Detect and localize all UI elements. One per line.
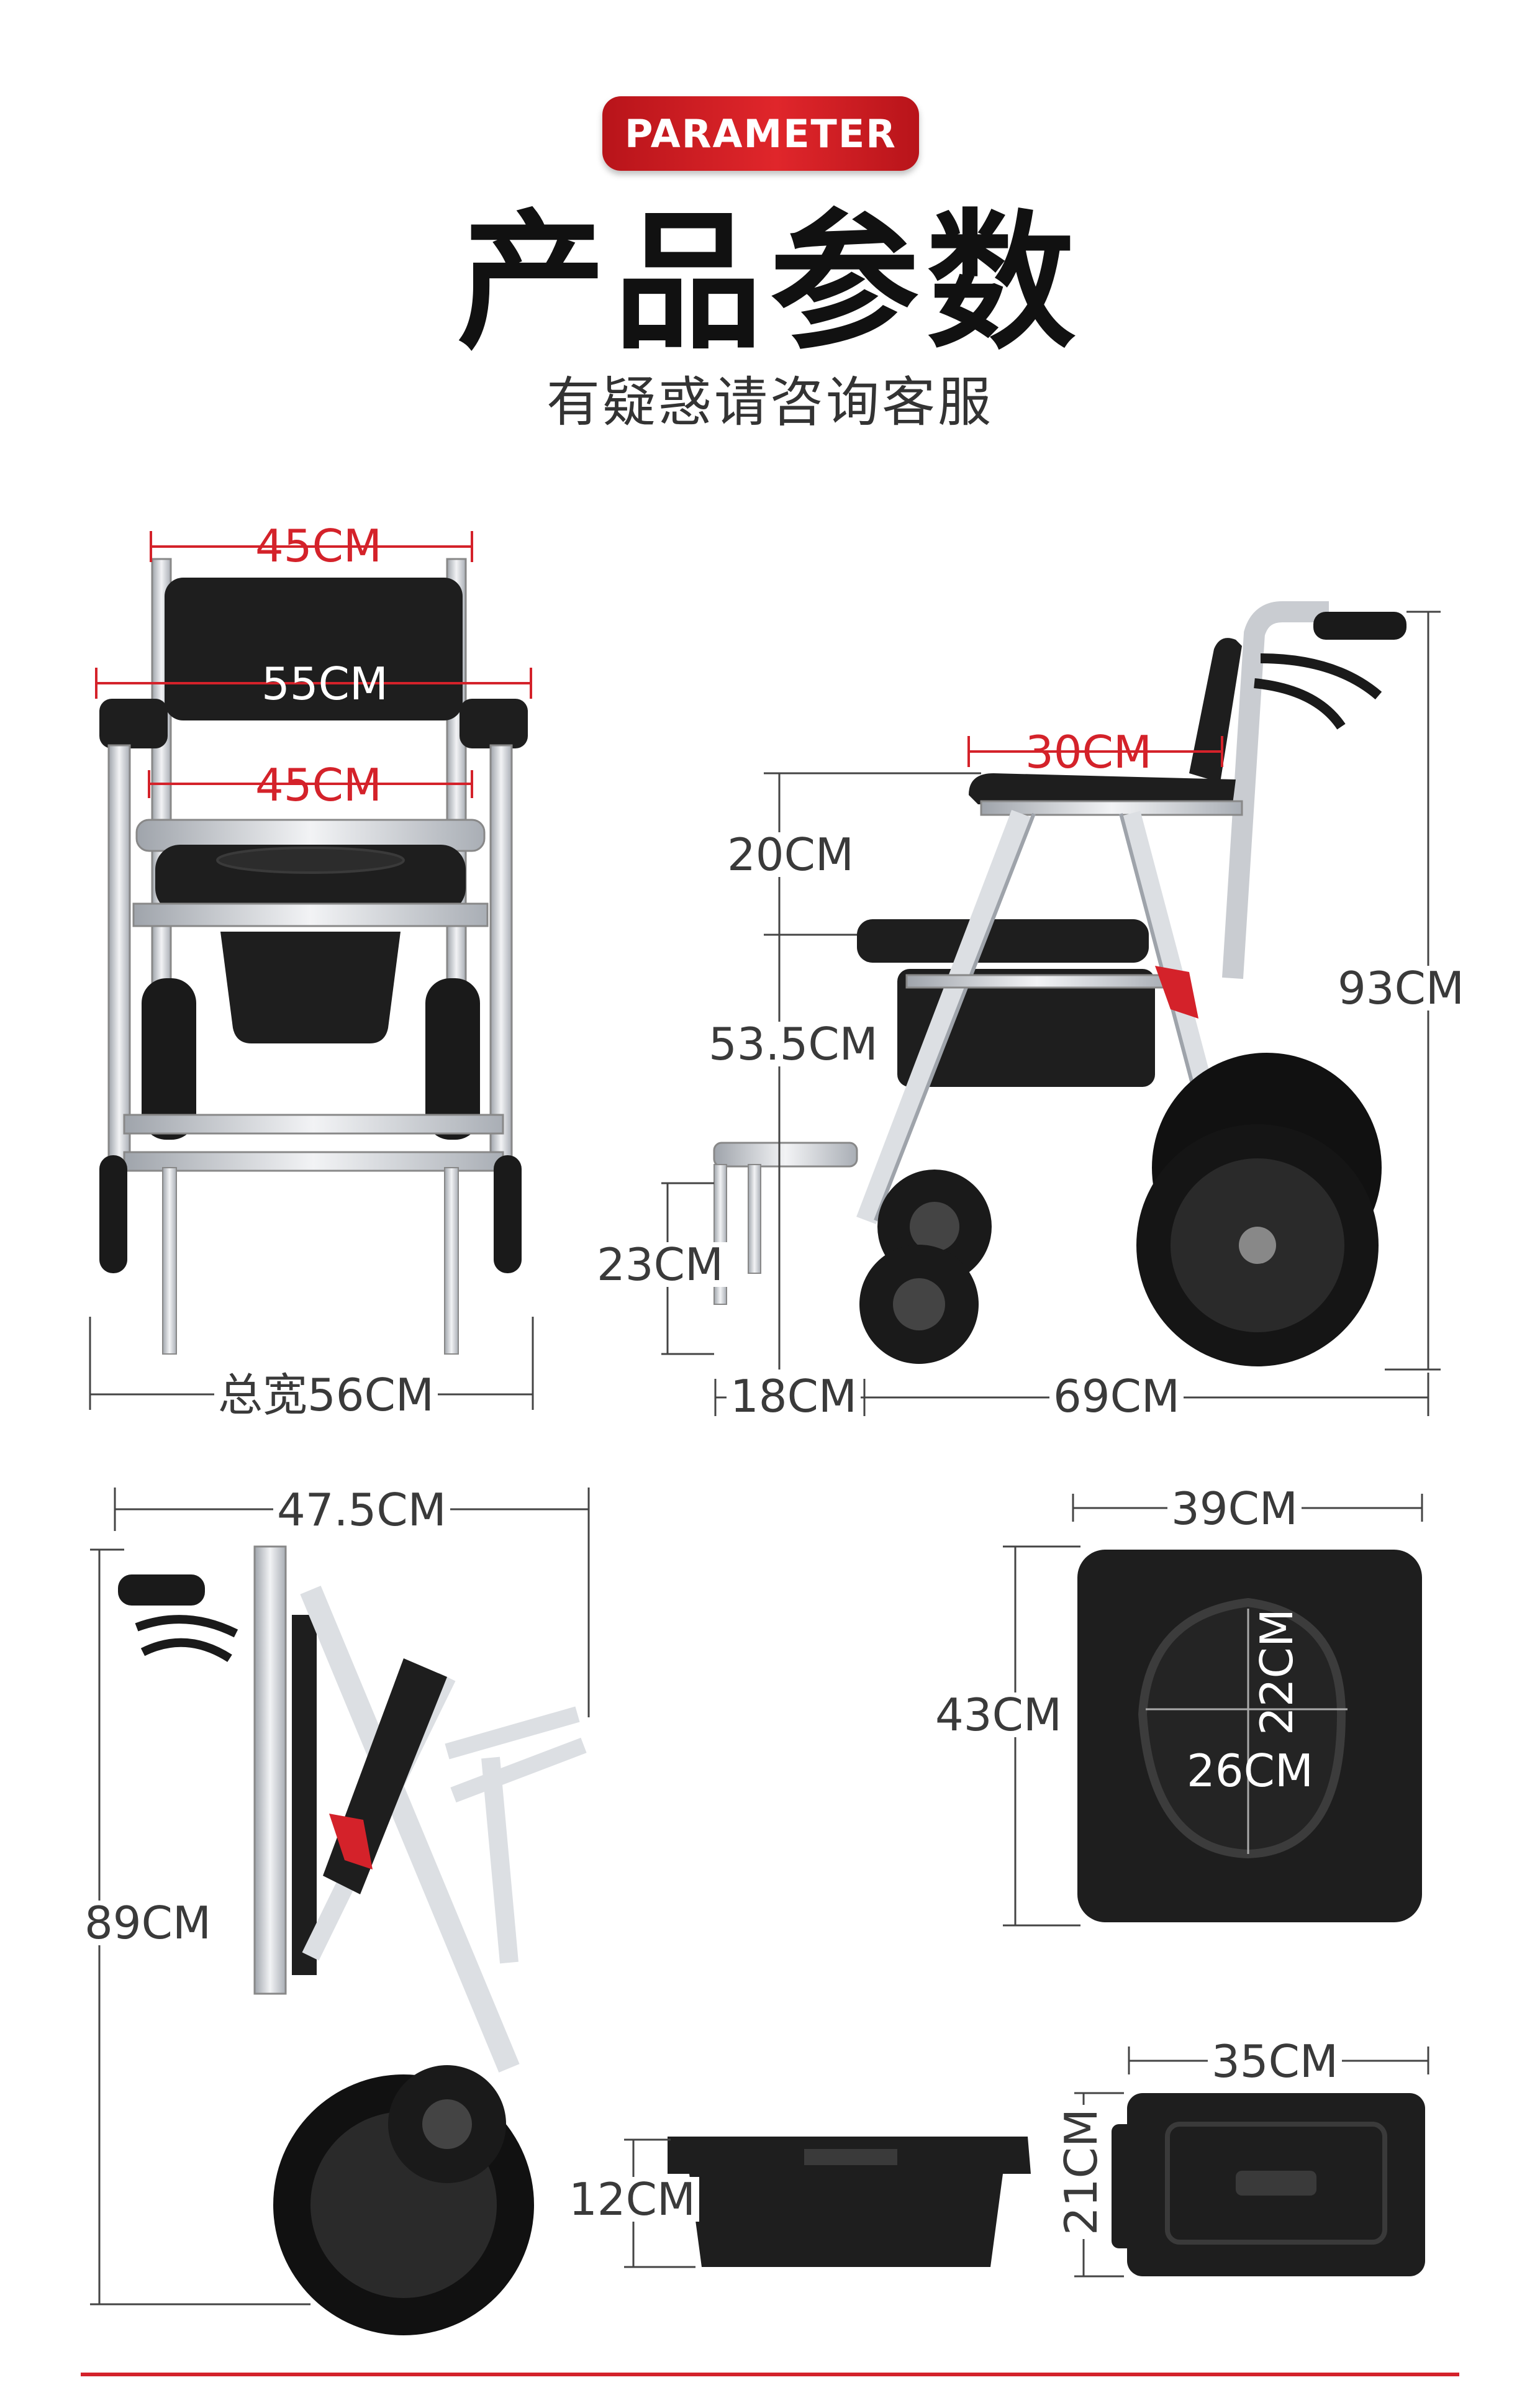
page-title: 产品参数 <box>456 196 1083 370</box>
seat-cushion <box>1077 1550 1422 1922</box>
bucket-height-label: 12CM <box>565 2177 700 2222</box>
front-dimension-lines <box>95 531 532 798</box>
side-backrest-height-label: 20CM <box>723 832 858 877</box>
side-seat-depth-line <box>967 736 1223 767</box>
bucket-side <box>668 2137 1031 2267</box>
side-total-height-label: 93CM <box>1334 966 1469 1011</box>
front-total-width-label: 总宽56CM <box>214 1373 438 1417</box>
front-view-chair <box>99 558 528 1355</box>
front-seat-width-label: 45CM <box>255 759 383 811</box>
parameter-badge: PARAMETER <box>602 96 919 171</box>
bottom-divider <box>81 2373 1459 2376</box>
cushion-hole-height-label: 22CM <box>1251 1608 1303 1735</box>
bucket-top <box>1112 2093 1425 2276</box>
cushion-hole-width-label: 26CM <box>1187 1745 1314 1797</box>
cushion-depth-label: 43CM <box>931 1692 1066 1737</box>
folded-chair <box>118 1545 587 2335</box>
side-view-chair <box>713 601 1406 1366</box>
side-footrest-length-label: 18CM <box>727 1374 861 1419</box>
side-total-length-label: 69CM <box>1049 1374 1184 1419</box>
cushion-hole-lines <box>1146 1609 1348 1854</box>
page-subtitle: 有疑惑请咨询客服 <box>546 371 994 434</box>
front-backrest-width-label: 45CM <box>255 520 383 572</box>
side-footrest-height-label: 23CM <box>593 1242 728 1287</box>
bucket-depth-label: 21CM <box>1055 2104 1107 2239</box>
front-armrest-width-label: 55CM <box>261 658 389 710</box>
side-seat-height-label: 53.5CM <box>705 1022 882 1066</box>
bucket-width-label: 35CM <box>1208 2039 1343 2084</box>
folded-length-label: 47.5CM <box>273 1488 450 1532</box>
cushion-width-label: 39CM <box>1167 1486 1302 1531</box>
side-seat-depth-label: 30CM <box>1025 726 1153 778</box>
folded-height-label: 89CM <box>81 1901 215 1945</box>
